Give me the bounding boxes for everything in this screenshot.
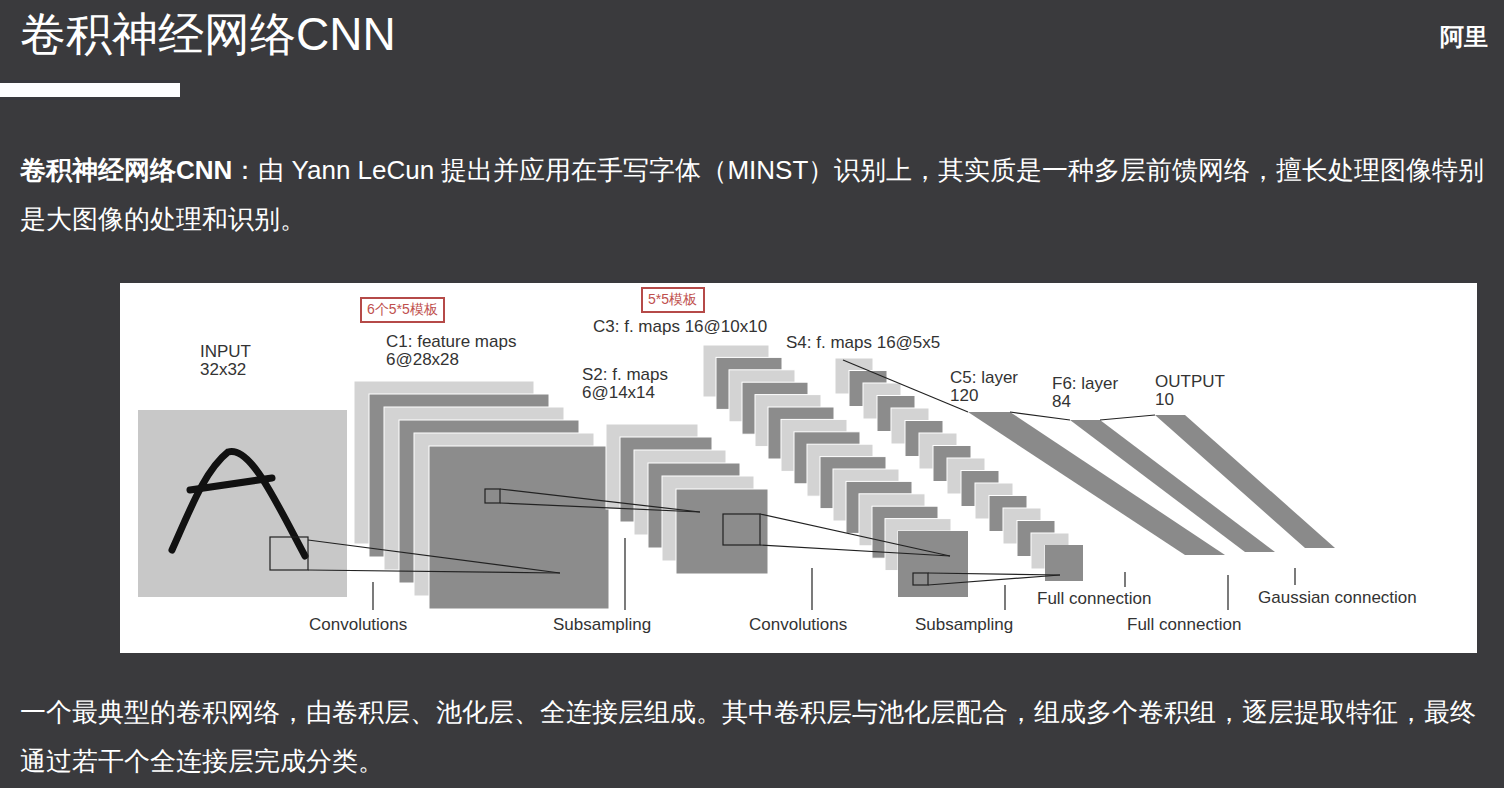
leader-line (1004, 585, 1005, 610)
operation-label: Subsampling (553, 616, 651, 634)
layer-label: S2: f. maps 6@14x14 (582, 366, 682, 402)
layer-label: C5: layer 120 (950, 369, 1035, 405)
intro-paragraph: 卷积神经网络CNN：由 Yann LeCun 提出并应用在手写字体（MINST）… (20, 146, 1485, 244)
s2-stack (606, 424, 768, 574)
leader-line (928, 575, 1060, 585)
leader-line (1294, 568, 1295, 585)
c1-stack (354, 381, 609, 609)
leader-line (1010, 412, 1070, 420)
operation-label: Full connection (1037, 590, 1151, 608)
operation-label: Convolutions (749, 616, 847, 634)
connection-lines (270, 360, 1295, 610)
operation-label: Subsampling (915, 616, 1013, 634)
handwritten-letter (172, 451, 305, 556)
template-text: 6个5*5模板 (367, 301, 438, 319)
handwritten-letter-bar (190, 478, 272, 490)
leader-line (760, 545, 950, 556)
receptive-field (270, 537, 308, 570)
leader-line (811, 568, 812, 610)
template-box: 6个5*5模板 (360, 297, 445, 323)
leader-line (308, 570, 560, 573)
leader-line (843, 360, 968, 412)
leader-line (928, 573, 1060, 575)
operation-label: Full connection (1127, 616, 1241, 634)
feature-map-stacks (138, 345, 1335, 609)
definition-text: ：由 Yann LeCun 提出并应用在手写字体（MINST）识别上，其实质是一… (20, 155, 1484, 234)
leader-line (372, 582, 373, 610)
layer-label: S4: f. maps 16@5x5 (786, 334, 940, 352)
input-image (138, 410, 347, 597)
template-box: 5*5模板 (641, 287, 705, 313)
watermark: 阿里 (1440, 24, 1488, 49)
diagram-panel (120, 283, 1477, 653)
layer-label: INPUT 32x32 (200, 343, 272, 379)
receptive-field (485, 489, 500, 503)
dense-band (1155, 415, 1335, 548)
feature-map (676, 489, 768, 574)
feature-map (429, 446, 609, 609)
receptive-field (723, 514, 760, 545)
layer-label: C3: f. maps 16@10x10 (593, 318, 767, 336)
layer-label: C1: feature maps 6@28x28 (386, 333, 551, 369)
leader-line (1124, 572, 1125, 587)
layer-label: OUTPUT 10 (1155, 373, 1233, 409)
c3-front-map (898, 531, 968, 597)
leader-line (760, 514, 950, 556)
term-bold: 卷积神经网络CNN (20, 155, 232, 185)
template-text: 5*5模板 (648, 291, 698, 309)
layer-label: F6: layer 84 (1052, 375, 1132, 411)
operation-label: Gaussian connection (1258, 589, 1417, 607)
title-underline (0, 83, 180, 97)
leader-line (624, 538, 625, 610)
summary-paragraph: 一个最典型的卷积网络，由卷积层、池化层、全连接层组成。其中卷积层与池化层配合，组… (20, 688, 1485, 786)
leader-line (1100, 415, 1155, 420)
leader-line (1227, 575, 1228, 610)
leader-line (500, 489, 700, 512)
receptive-field (913, 573, 928, 585)
leader-line (308, 540, 560, 573)
operation-label: Convolutions (309, 616, 407, 634)
leader-line (500, 503, 700, 512)
slide-title: 卷积神经网络CNN (20, 10, 396, 58)
